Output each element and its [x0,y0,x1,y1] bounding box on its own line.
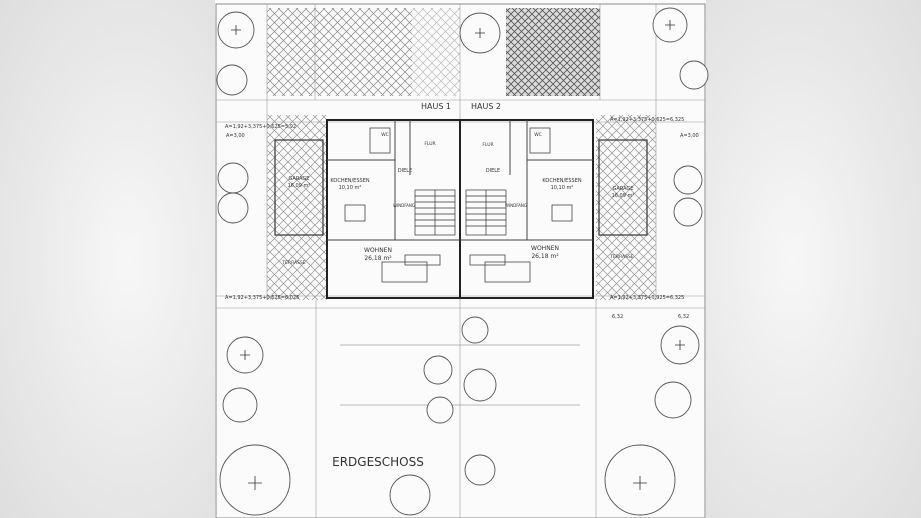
living-left-label: WOHNEN [364,247,392,254]
terrace-right-label: TERRASSE [609,254,633,260]
dim-a300-left: A=3,00 [226,133,245,139]
dim-bottom: 6,32 [612,314,623,320]
flur-right-label: FLUR [482,142,493,148]
house-1-label: HAUS 1 [421,102,451,111]
wc-right-label: WC [534,132,542,138]
living-right-area: 26,18 m² [531,253,559,260]
windfang-left-label: WINDFANG [393,203,415,208]
house-2-label: HAUS 2 [471,102,501,111]
grid-lines [216,4,705,518]
blurred-margin-left [0,0,215,518]
dim-top-right: A=1,92+3,375+0,625=6,325 [610,117,684,123]
dim-a300-right: A=3,00 [680,133,699,139]
furniture [344,127,573,283]
terrace-left-label: TERRASSE [281,260,305,266]
tree-markers [231,20,685,490]
garages [274,139,648,236]
kitchen-right-label: KOCHEN/ESSEN [542,178,581,184]
sheet-border [215,3,706,518]
stairs-right [465,189,507,236]
diele-left-label: DIELE [398,168,412,174]
windfang-right-label: WINDFANG [505,203,527,208]
garage-left-label: GARAGE [289,176,310,182]
floor-title: ERDGESCHOSS [332,455,424,469]
dim-side: 6,32 [678,314,689,320]
hatch-area-top-mid [412,8,460,96]
kitchen-left-label: KOCHEN/ESSEN [330,178,369,184]
flur-left-label: FLUR [424,141,435,147]
hatch-area-top-right [506,8,600,96]
house-walls [326,119,594,299]
wc-left-label: WC [381,132,389,138]
living-left-area: 26,18 m² [364,255,392,262]
garage-left-area: 16,09 m² [288,183,311,189]
dim-mid-right: A=1,92+3,375+0,925=6,325 [610,295,684,301]
hatch-strip-right [596,115,656,300]
kitchen-right-area: 10,10 m² [551,185,574,191]
garage-right-label: GARAGE [613,186,634,192]
blurred-margin-right [706,0,921,518]
inner-walls [327,120,593,241]
stairs-left [414,189,456,236]
diele-right-label: DIELE [486,168,500,174]
garage-right-area: 16,09 m² [612,193,635,199]
hatch-strip-left [267,115,327,300]
lawn-hatch [340,344,580,406]
kitchen-left-area: 10,10 m² [339,185,362,191]
hatch-area-top-left [267,8,412,96]
dim-top-left: A=1,92+3,375+0,625=5,92 [225,124,296,130]
living-right-label: WOHNEN [531,245,559,252]
dim-mid-left: A=1,92+3,375+0,625=6,025 [225,295,299,301]
